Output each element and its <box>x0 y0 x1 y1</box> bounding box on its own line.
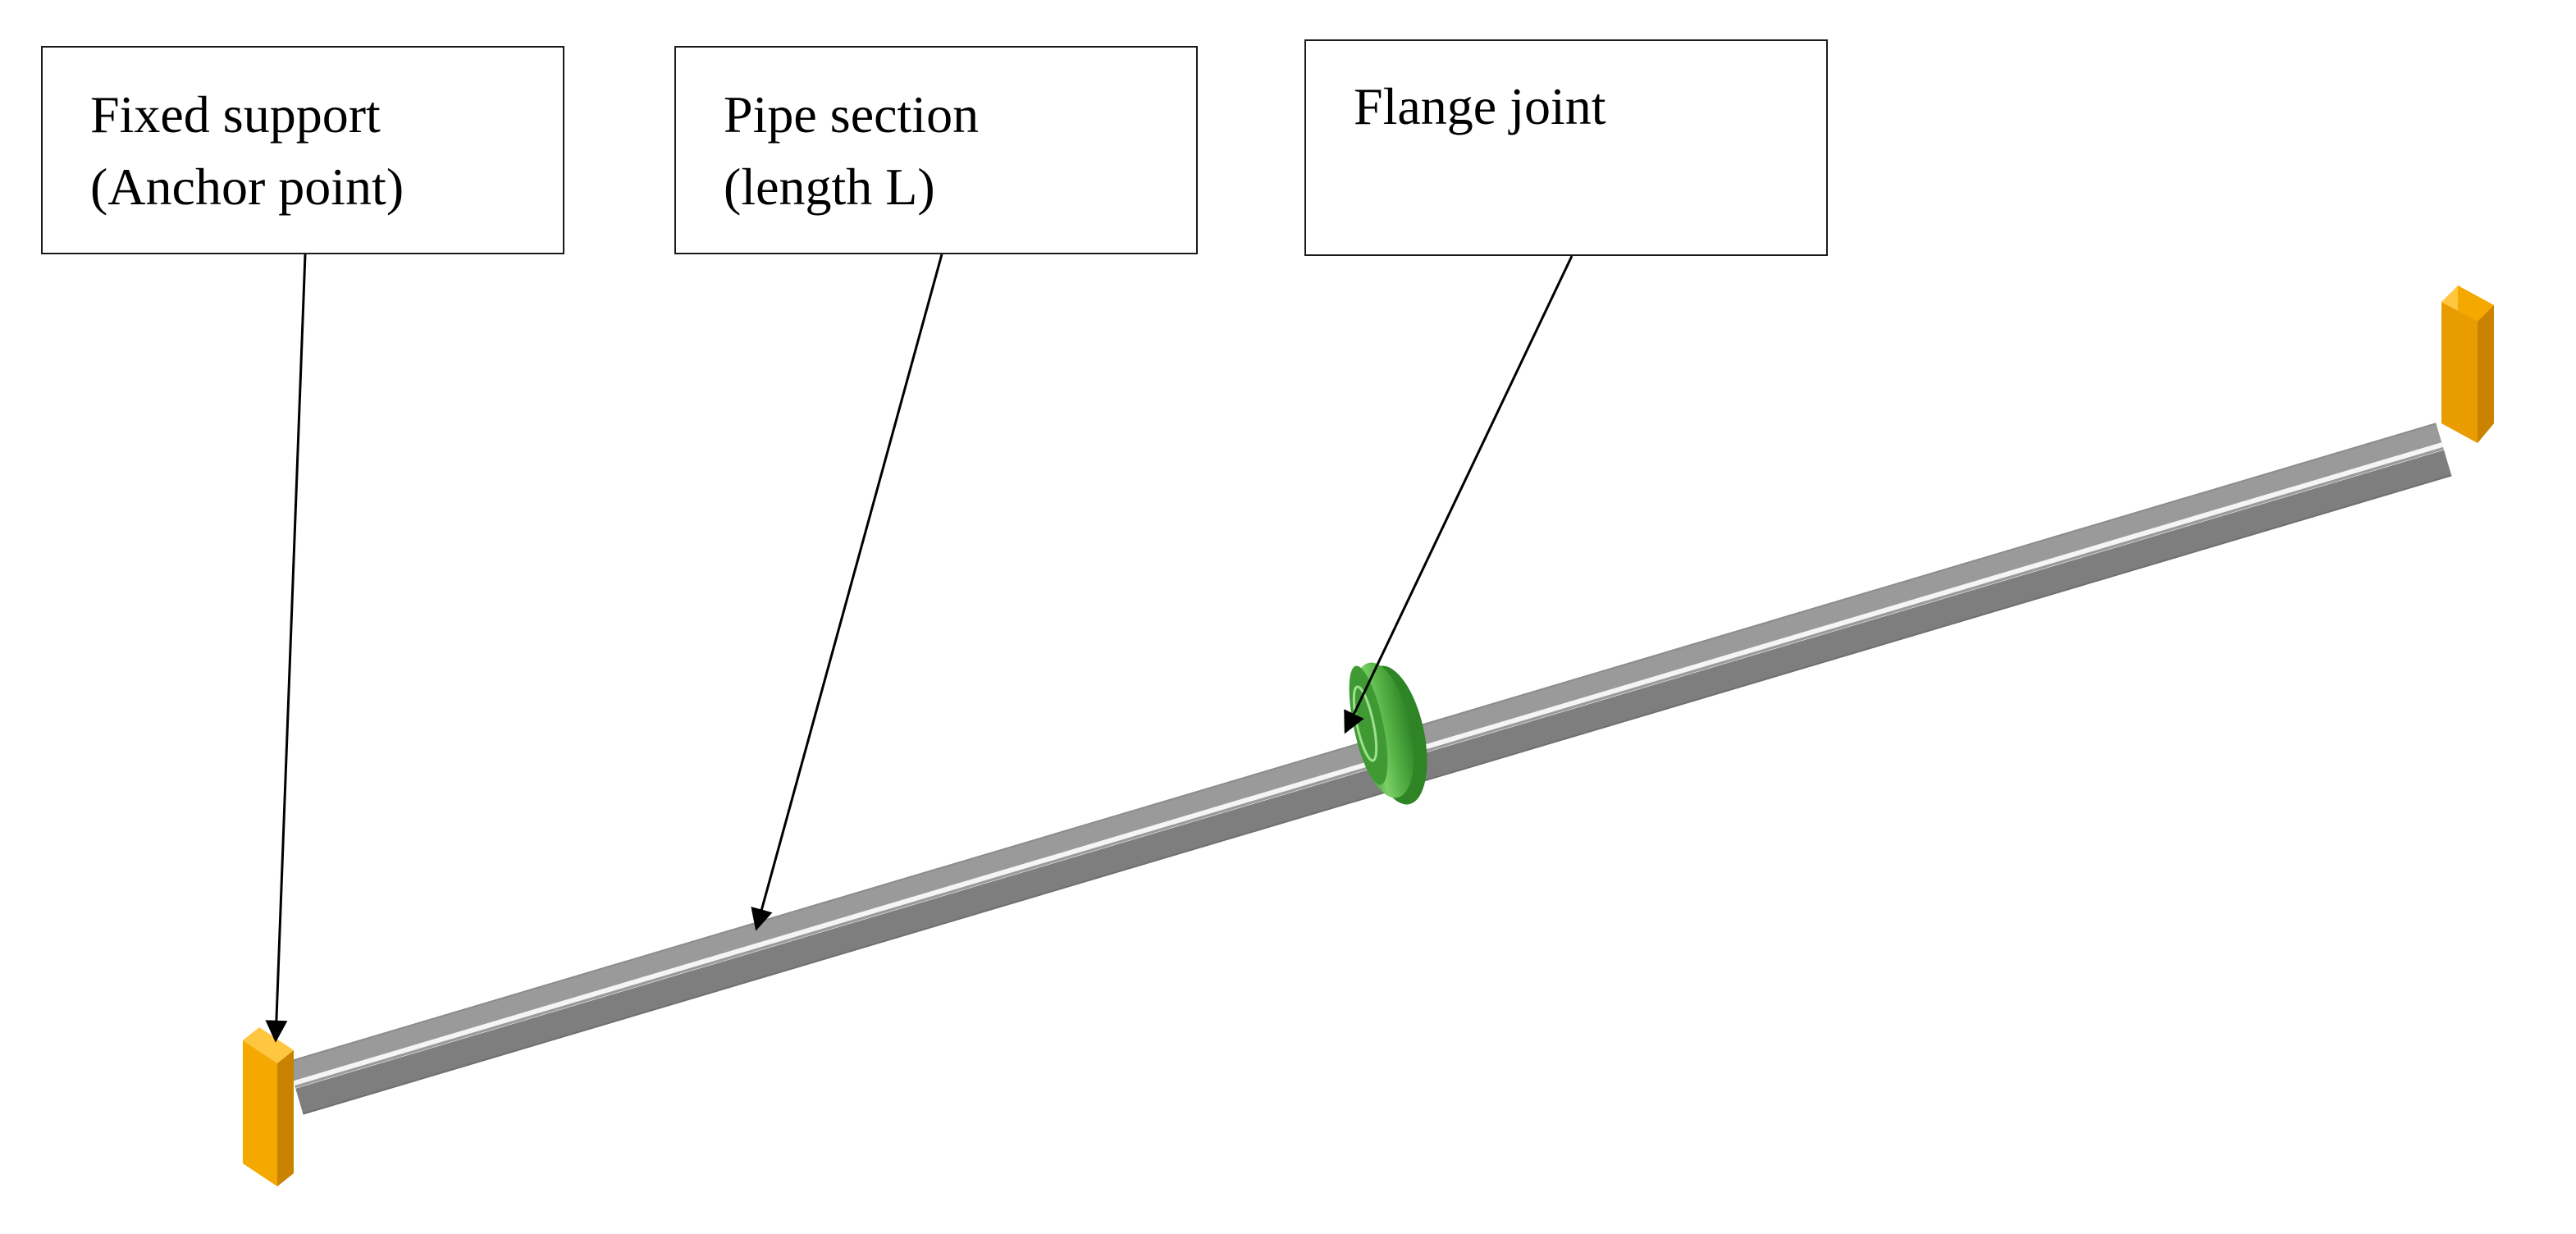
leader-flange-joint <box>1344 255 1573 734</box>
pipe-edge-bottom <box>303 474 2452 1115</box>
support-right-front <box>2441 302 2478 443</box>
flange-joint <box>1349 662 1427 805</box>
callout-fixed-support: Fixed support (Anchor point) <box>41 46 564 254</box>
callout-flange-joint-line1: Flange joint <box>1354 77 1606 135</box>
callout-flange-joint: Flange joint <box>1304 39 1828 256</box>
callout-fixed-support-line1: Fixed support <box>90 85 381 144</box>
support-right-side <box>2478 305 2494 443</box>
callout-pipe-section: Pipe section (length L) <box>674 46 1198 254</box>
flange-face <box>1349 665 1388 785</box>
callout-fixed-support-line2: (Anchor point) <box>90 158 404 216</box>
callout-pipe-section-line2: (length L) <box>724 158 935 216</box>
fixed-support-right <box>2441 286 2494 443</box>
fixed-support-left <box>243 1027 294 1186</box>
callout-pipe-section-line1: Pipe section <box>724 85 980 144</box>
support-left-side <box>277 1050 294 1186</box>
leader-fixed-support <box>265 254 307 1043</box>
support-left-top <box>243 1027 294 1063</box>
leader-pipe-section <box>751 254 943 931</box>
support-left-face <box>243 1040 277 1186</box>
